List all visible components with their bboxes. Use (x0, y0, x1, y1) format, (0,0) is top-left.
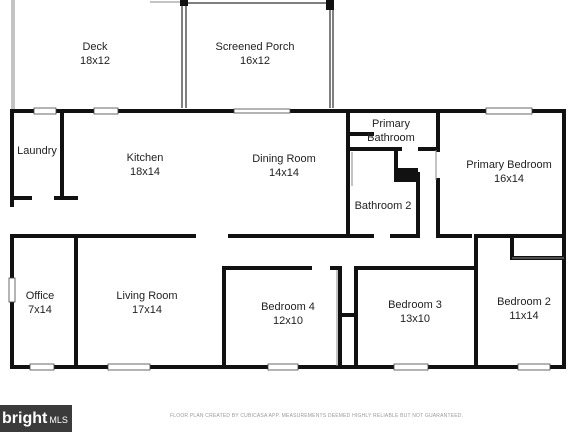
porch-post (180, 0, 188, 6)
room-name: Living Room (116, 290, 178, 302)
deck-outline (11, 0, 182, 110)
room-name: Screened Porch (215, 41, 295, 53)
room-bedroom-2: Bedroom 2 11x14 (497, 295, 551, 323)
room-name: Kitchen (126, 152, 164, 164)
room-name: Bathroom 2 (354, 200, 412, 212)
room-bedroom-4: Bedroom 4 12x10 (261, 300, 315, 328)
room-size: 14x14 (269, 167, 299, 179)
room-name: Bedroom 4 (261, 301, 315, 313)
floorplan-disclaimer: FLOOR PLAN CREATED BY CUBICASA APP. MEAS… (170, 413, 464, 419)
room-name: Bedroom 3 (388, 299, 442, 311)
room-size: 18x12 (80, 55, 110, 67)
room-name: Bedroom 2 (497, 296, 551, 308)
room-laundry: Laundry (17, 144, 57, 158)
bathroom-fixture (396, 168, 418, 182)
room-name-line2: Bathroom (367, 132, 415, 144)
room-dining-room: Dining Room 14x14 (252, 152, 316, 180)
room-deck: Deck 18x12 (80, 40, 110, 68)
windows (8, 107, 551, 371)
room-bathroom-2: Bathroom 2 (355, 199, 412, 213)
room-office: Office 7x14 (26, 289, 55, 317)
room-name: Laundry (17, 145, 57, 157)
walls (10, 109, 566, 369)
room-name-line1: Primary (372, 118, 410, 130)
brand-text: bright (2, 410, 48, 427)
room-living-room: Living Room 17x14 (116, 289, 177, 317)
room-name: Office (25, 290, 55, 302)
room-primary-bedroom: Primary Bedroom 16x14 (466, 158, 552, 186)
room-size: 17x14 (132, 304, 162, 316)
room-kitchen: Kitchen 18x14 (127, 151, 164, 179)
room-name: Dining Room (252, 153, 316, 165)
room-primary-bathroom: Primary Bathroom (367, 117, 415, 145)
room-name: Deck (82, 41, 108, 53)
room-size: 16x14 (494, 173, 524, 185)
room-size: 7x14 (28, 304, 52, 316)
porch-post (326, 0, 334, 10)
room-size: 16x12 (240, 55, 270, 67)
room-name: Primary Bedroom (466, 159, 552, 171)
room-size: 18x14 (130, 166, 160, 178)
room-size: 12x10 (273, 315, 303, 327)
room-size: 13x10 (400, 313, 430, 325)
screened-porch-outline (181, 0, 334, 108)
room-screened-porch: Screened Porch 16x12 (216, 40, 295, 68)
room-bedroom-3: Bedroom 3 13x10 (388, 298, 442, 326)
thin-partitions (336, 150, 564, 366)
room-size: 11x14 (509, 310, 539, 322)
brand-suffix: MLS (49, 415, 68, 425)
